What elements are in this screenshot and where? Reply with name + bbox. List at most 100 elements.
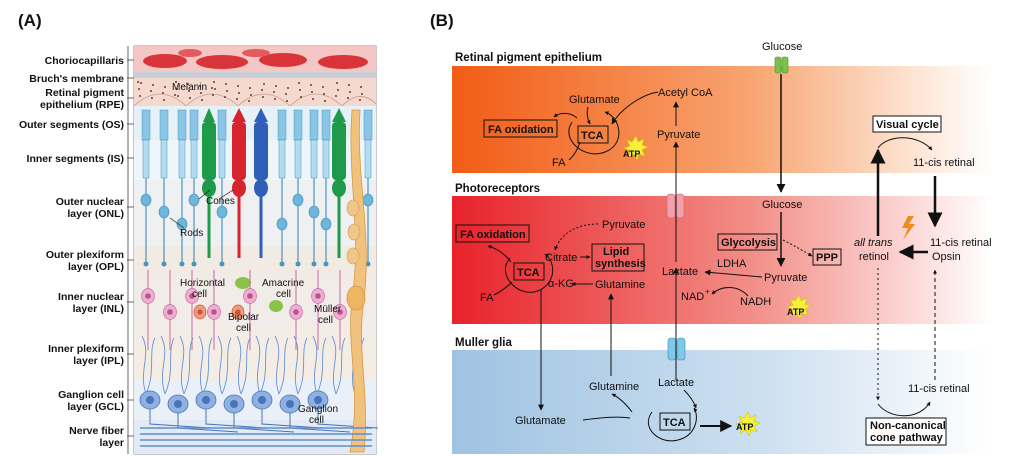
melanin-granule — [211, 87, 213, 89]
layer-label-3-line-1: Retinal pigment — [45, 87, 124, 99]
melanin-granule — [224, 96, 226, 98]
rpe-tca-box — [577, 125, 609, 144]
rpe-band — [134, 78, 376, 106]
noncanonical-label-2: cone pathway — [870, 432, 944, 444]
tca-to-glutamine-muller — [611, 393, 633, 413]
layer-label-7-line-2: layer (OPL) — [68, 261, 124, 273]
rod-cell — [188, 109, 200, 267]
melanin-granule — [200, 92, 202, 94]
nadh-to-nad-arrow — [711, 287, 749, 297]
ppp-box — [812, 248, 842, 266]
visual-cycle-box — [872, 115, 942, 133]
melanin-granule — [214, 88, 216, 90]
photo-fa-oxidation-label: FA oxidation — [460, 229, 526, 241]
melanin-granule — [187, 83, 189, 85]
ldha-label: LDHA — [717, 258, 747, 270]
muller-cell-label-1: Müller — [314, 304, 342, 315]
rpe-atp-label: ATP — [623, 149, 640, 159]
glucose-transporter-rpe — [774, 56, 789, 74]
glycolysis-box — [717, 233, 778, 251]
nad-label: NAD — [681, 291, 704, 303]
melanin-granule — [163, 99, 165, 101]
ppp-label: PPP — [816, 252, 838, 264]
rod-cell — [216, 109, 228, 267]
melanin-granule — [236, 98, 238, 100]
melanin-granule — [176, 88, 178, 90]
akg-label: α-KG — [548, 278, 574, 290]
blood-vessels — [143, 49, 368, 69]
photo-tca-box — [513, 262, 545, 281]
lipid-synthesis-box — [591, 243, 645, 272]
layer-label-10-line-2: layer (GCL) — [67, 401, 124, 413]
melanin-granule — [201, 99, 203, 101]
melanin-granule — [248, 100, 250, 102]
muller-tca-cycle — [647, 407, 698, 442]
muller-cell-label-2: cell — [318, 315, 333, 326]
inl-cell — [333, 270, 347, 350]
nerve-fibers — [140, 427, 372, 447]
rpe-acetyl-coa-label: Acetyl CoA — [658, 87, 713, 99]
pyruvate-to-lactate — [704, 269, 763, 278]
cis-retinal-muller: 11-cis retinal — [908, 383, 970, 395]
melanin-granule — [261, 89, 263, 91]
photoreceptor-band — [452, 196, 992, 324]
layer-label-11-line-1: Nerve fiber — [69, 425, 124, 437]
rods-label: Rods — [180, 228, 203, 239]
rpe-cells — [133, 93, 377, 107]
photo-glutamine-label: Glutamine — [595, 279, 645, 291]
lipid-synthesis-label-2: synthesis — [595, 258, 646, 270]
layer-label-8-line-2: layer (INL) — [73, 303, 124, 315]
inner-nuclear-cells — [141, 270, 347, 350]
muller-glial-cell — [346, 109, 367, 453]
melanin-granule — [275, 85, 277, 87]
rpe-glutamate-label: Glutamate — [569, 94, 620, 106]
section-rpe-title: Retinal pigment epithelium — [455, 52, 602, 64]
ganglion-dendrite — [217, 335, 232, 395]
layer-label-2-line-1: Bruch's membrane — [29, 73, 124, 85]
amacrine-cell — [269, 300, 283, 312]
melanin-granule — [249, 87, 251, 89]
melanin-granule — [213, 81, 215, 83]
inl-cell — [185, 270, 199, 350]
retina-illustration: Melanin — [133, 45, 379, 455]
rod-cell — [320, 109, 332, 267]
melanin-granule — [250, 94, 252, 96]
melanin-granule — [287, 87, 289, 89]
layer-label-11-line-2: layer — [99, 437, 124, 449]
bipolar-cell-body — [193, 304, 207, 320]
lactate-transporter-photoreceptor — [666, 193, 685, 219]
opl-band — [134, 246, 376, 276]
green-cone — [202, 108, 216, 258]
photo-glucose-label: Glucose — [762, 199, 802, 211]
melanin-label: Melanin — [172, 82, 207, 93]
rod-cell — [362, 109, 374, 267]
glutamate-to-tca-muller — [582, 416, 631, 421]
melanin-granule — [273, 91, 275, 93]
photo-atp-label: ATP — [787, 307, 804, 317]
bipolar-cell-body — [231, 304, 245, 320]
noncanonical-label-1: Non-canonical — [870, 420, 946, 432]
layer-label-10-line-1: Ganglion cell — [58, 389, 124, 401]
bruchs-membrane-band — [134, 72, 376, 78]
plexiform-dendrites — [141, 335, 365, 395]
horizontal-cell-label-1: Horizontal — [180, 278, 225, 289]
lipid-synthesis-label-1: Lipid — [603, 246, 629, 258]
melanin-granule — [299, 89, 301, 91]
rpe-fa-oxidation-label: FA oxidation — [488, 124, 554, 136]
ganglion-dendrite — [331, 335, 346, 395]
cis-retinal-opsin-1: 11-cis retinal — [930, 237, 992, 249]
melanin-granule — [139, 95, 141, 97]
melanin-granule — [285, 93, 287, 95]
rpe-fa-to-tca — [568, 141, 581, 161]
layer-label-9-line-2: layer (IPL) — [73, 355, 124, 367]
cone-cells — [202, 108, 346, 258]
layer-label-8-line-1: Inner nuclear — [58, 291, 124, 303]
citrate-label: Citrate — [545, 252, 577, 264]
rpe-atp-burst — [623, 135, 649, 161]
layer-label-4-line-1: Outer segments (OS) — [19, 119, 124, 131]
photo-pyruvate-in-label: Pyruvate — [602, 219, 645, 231]
layer-label-6-line-2: layer (ONL) — [67, 208, 124, 220]
muller-atp-burst — [735, 411, 761, 437]
ganglion-dendrite — [179, 335, 194, 395]
